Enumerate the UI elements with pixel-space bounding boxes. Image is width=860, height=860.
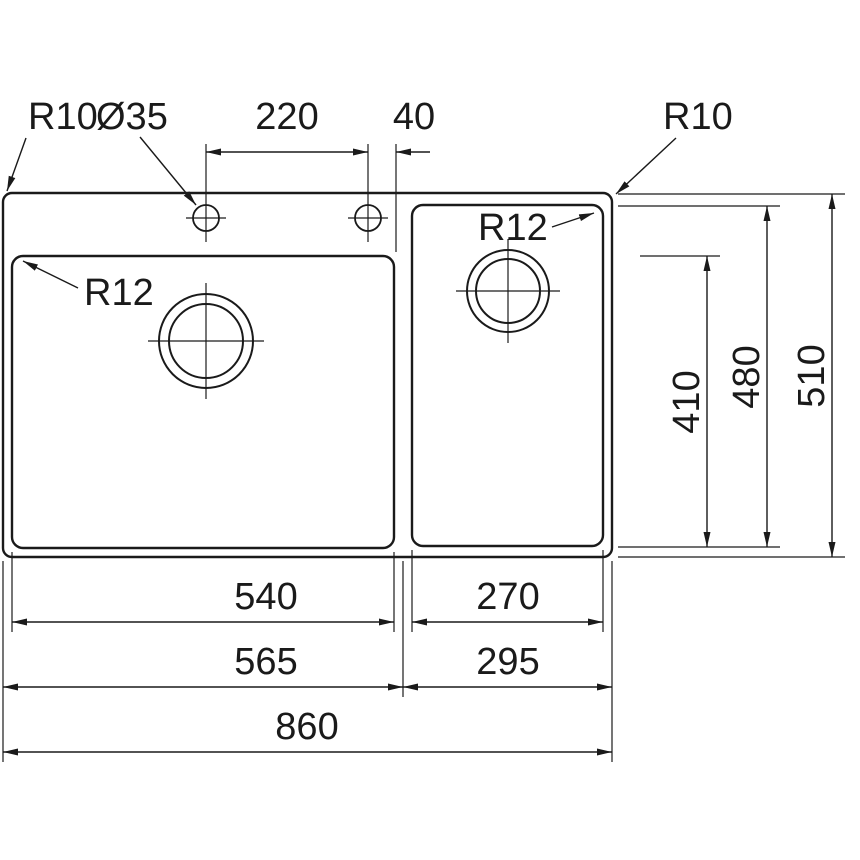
label-tap-hole-diameter: Ø35 — [96, 96, 168, 138]
dim-tap-hole-spacing: 220 — [206, 96, 368, 156]
label-left-bowl-radius: R12 — [84, 272, 154, 314]
horizontal-dimensions: 540 270 565 295 860 — [2, 550, 613, 762]
label-right-bowl-radius: R12 — [478, 207, 548, 249]
dim-label-540: 540 — [234, 576, 297, 618]
leader-r10-right — [615, 137, 677, 195]
leader-tap-hole-diameter — [139, 136, 197, 206]
right-bowl-outline — [410, 203, 605, 548]
sink-outer-rim — [1, 191, 614, 559]
dim-label-480: 480 — [726, 345, 768, 408]
dim-label-40: 40 — [393, 96, 435, 138]
dim-label-410: 410 — [666, 370, 708, 433]
right-drain — [456, 239, 560, 343]
leader-r12-right — [551, 212, 595, 228]
callouts: R10 Ø35 R10 R12 R12 — [6, 96, 733, 314]
dim-label-220: 220 — [255, 96, 318, 138]
tap-holes — [186, 144, 388, 242]
label-corner-radius-left: R10 — [28, 96, 98, 138]
leader-r12-left — [22, 260, 79, 289]
dim-tap-hole-offset: 40 — [393, 96, 435, 252]
dim-label-295: 295 — [476, 641, 539, 683]
dim-label-270: 270 — [476, 576, 539, 618]
left-drain — [148, 283, 264, 399]
vertical-dimensions: 410 480 510 — [618, 193, 845, 558]
sink-body — [1, 191, 614, 559]
leader-r10-left — [6, 137, 27, 192]
dim-label-565: 565 — [234, 641, 297, 683]
left-bowl-outline — [10, 254, 396, 550]
label-corner-radius-right: R10 — [663, 96, 733, 138]
dim-label-510: 510 — [791, 344, 833, 407]
dim-label-860: 860 — [275, 706, 338, 748]
